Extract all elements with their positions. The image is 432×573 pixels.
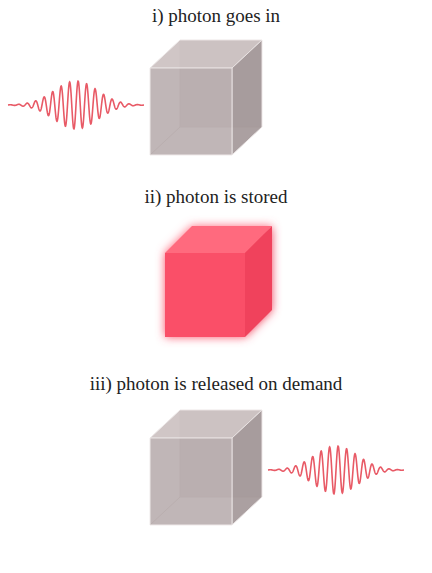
cube-side (232, 40, 262, 155)
cube-side (245, 226, 272, 337)
step-caption: iii) photon is released on demand (0, 372, 432, 396)
photon-wave-packet (8, 81, 144, 129)
step-caption: ii) photon is stored (0, 185, 432, 209)
cube-side (232, 410, 262, 525)
glowing-cube (165, 226, 272, 337)
step-caption: i) photon goes in (0, 4, 432, 28)
cube-front (150, 68, 232, 155)
empty-cube (150, 40, 262, 155)
wave-group (8, 81, 404, 494)
photon-wave-packet (268, 446, 404, 494)
empty-cube (150, 410, 262, 525)
cube-front (150, 438, 232, 525)
cube-front (165, 253, 245, 337)
